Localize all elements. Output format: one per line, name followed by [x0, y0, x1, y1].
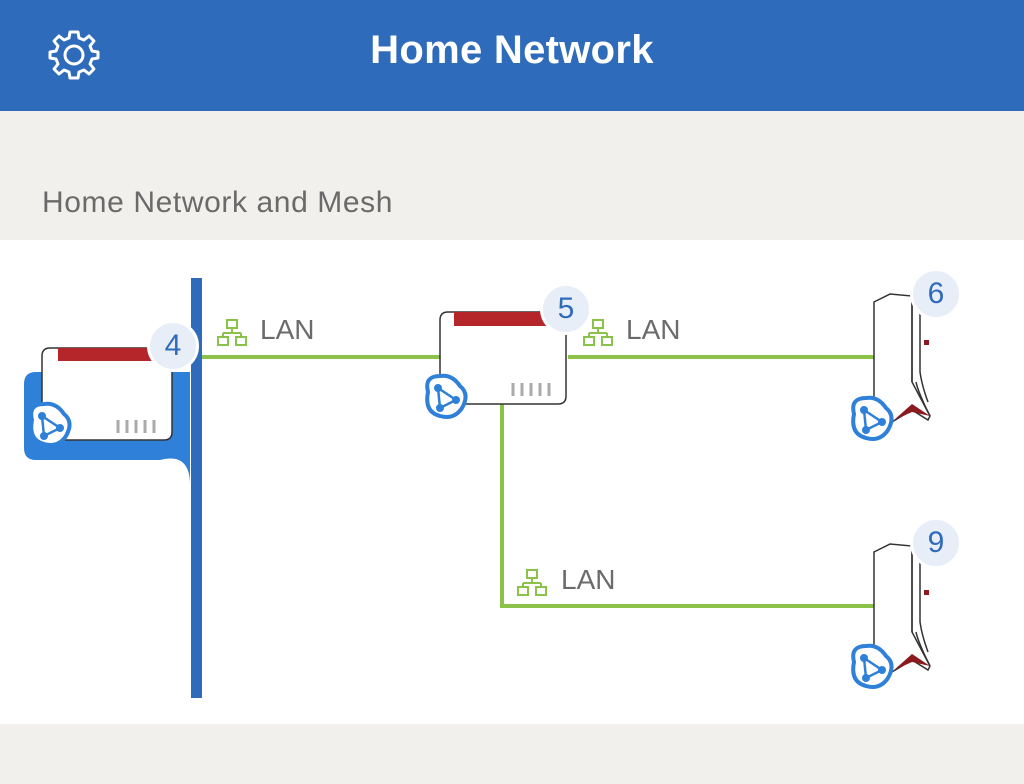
home-network-bus — [191, 278, 202, 698]
mesh-icon — [425, 373, 468, 419]
lan-network-icon — [217, 319, 247, 346]
device-badge: 5 — [540, 283, 592, 335]
device-9-repeater[interactable] — [873, 543, 931, 673]
app-header: Home Network — [0, 0, 1024, 111]
mesh-diagram — [24, 278, 931, 698]
device-badge: 4 — [147, 320, 199, 372]
link-label: LAN — [561, 564, 616, 595]
mesh-icon — [29, 401, 72, 447]
lan-network-icon — [583, 319, 613, 346]
mesh-icon — [851, 643, 894, 689]
mesh-icon — [851, 395, 894, 441]
link-label: LAN — [626, 314, 681, 345]
page-title: Home Network — [370, 28, 654, 72]
gear-icon[interactable] — [46, 26, 102, 82]
device-badge: 9 — [910, 517, 962, 569]
device-badge: 6 — [910, 268, 962, 320]
lan-network-icon — [517, 569, 547, 596]
link-5-9 — [500, 402, 875, 608]
mesh-diagram-panel: LAN LAN LAN 4 5 6 9 — [0, 240, 1024, 724]
device-4-router[interactable] — [41, 347, 173, 441]
section-title: Home Network and Mesh — [42, 186, 394, 219]
device-5-router[interactable] — [439, 311, 567, 405]
link-label: LAN — [260, 314, 315, 345]
